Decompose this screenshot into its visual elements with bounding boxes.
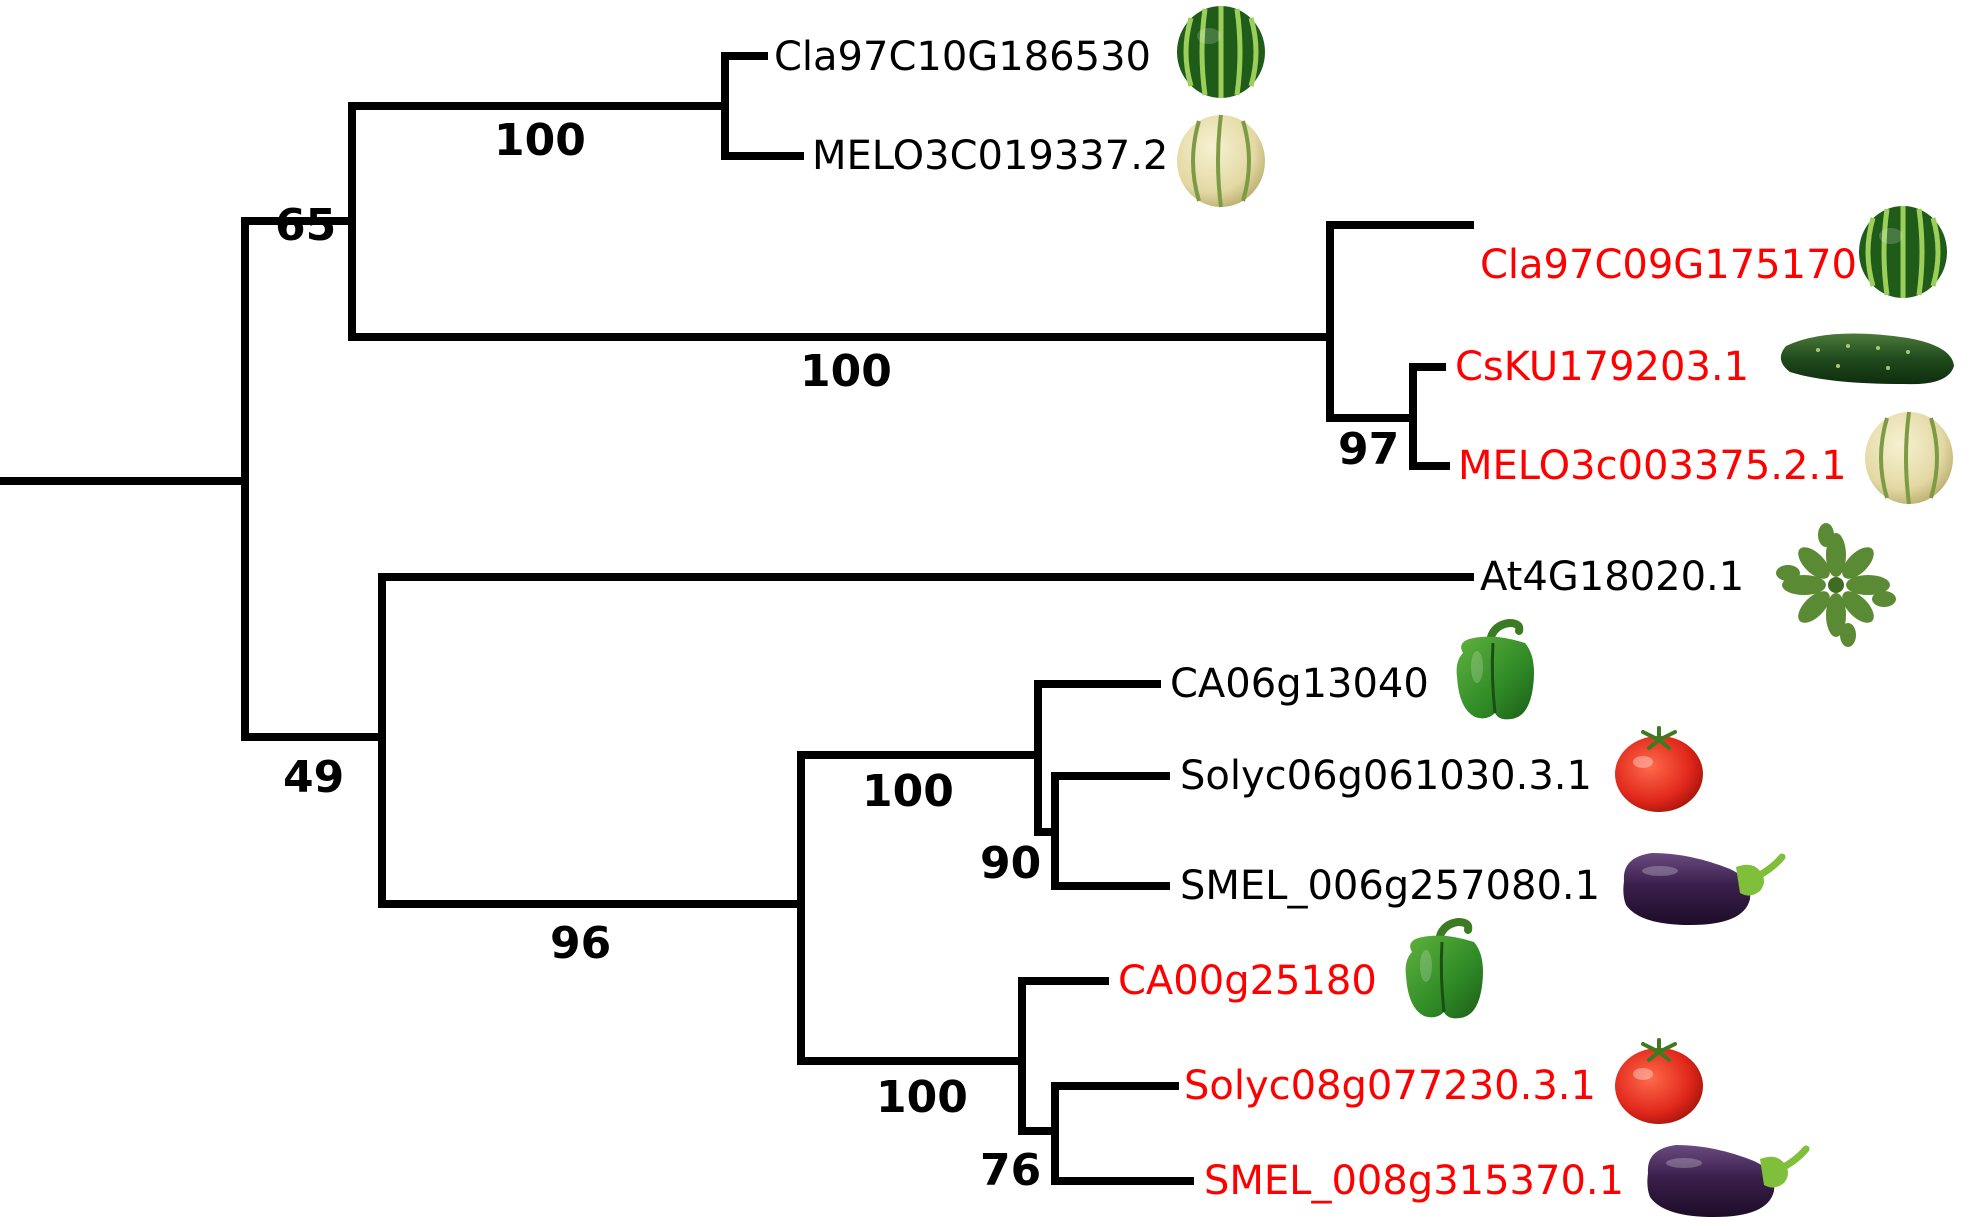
support-value-100-solanaceae-1: 100 [862, 766, 954, 817]
leaf-label-solyc08g077230: Solyc08g077230.3.1 [1184, 1063, 1596, 1109]
leaf-label-cla97c09: Cla97C09G175170 [1480, 242, 1857, 288]
tomato-icon [1613, 726, 1705, 814]
pepper-icon [1406, 922, 1483, 1018]
support-value-100-mid: 100 [800, 346, 892, 397]
leaf-label-ca00g25180: CA00g25180 [1118, 958, 1377, 1004]
leaf-label-solyc06g061030: Solyc06g061030.3.1 [1180, 753, 1592, 799]
support-value-49: 49 [283, 752, 344, 803]
cucumber-icon [1780, 333, 1954, 385]
support-value-97: 97 [1338, 424, 1399, 475]
leaf-label-smel006g257080: SMEL_006g257080.1 [1180, 863, 1600, 909]
watermelon-icon [1859, 206, 1947, 298]
support-values: 65 100 100 97 49 96 100 90 100 76 [275, 115, 1399, 1196]
support-value-65: 65 [275, 200, 336, 251]
leaf-labels: Cla97C10G186530 MELO3C019337.2 Cla97C09G… [774, 34, 1857, 1204]
species-icons [1175, 6, 1955, 1217]
leaf-label-cla97c10: Cla97C10G186530 [774, 34, 1151, 80]
tree-branches [0, 52, 1474, 1185]
support-value-100-top: 100 [494, 115, 586, 166]
leaf-label-csku179203: CsKU179203.1 [1455, 344, 1749, 390]
eggplant-icon [1623, 853, 1782, 925]
leaf-label-ca06g13040: CA06g13040 [1170, 661, 1429, 707]
support-value-96: 96 [550, 918, 611, 969]
watermelon-icon [1177, 6, 1265, 98]
eggplant-icon [1647, 1145, 1806, 1217]
support-value-76: 76 [980, 1145, 1041, 1196]
melon-icon [1863, 410, 1955, 506]
leaf-label-at4g18020: At4G18020.1 [1480, 554, 1744, 600]
pepper-icon [1457, 623, 1534, 719]
arabidopsis-rosette-icon [1776, 523, 1896, 647]
leaf-label-smel008g315370: SMEL_008g315370.1 [1204, 1158, 1624, 1204]
leaf-label-melo3c003375: MELO3c003375.2.1 [1458, 443, 1847, 489]
leaf-label-melo3c019337: MELO3C019337.2 [812, 133, 1168, 179]
melon-icon [1175, 113, 1267, 209]
support-value-100-solanaceae-2: 100 [876, 1072, 968, 1123]
tomato-icon [1613, 1038, 1705, 1126]
support-value-90: 90 [980, 838, 1041, 889]
